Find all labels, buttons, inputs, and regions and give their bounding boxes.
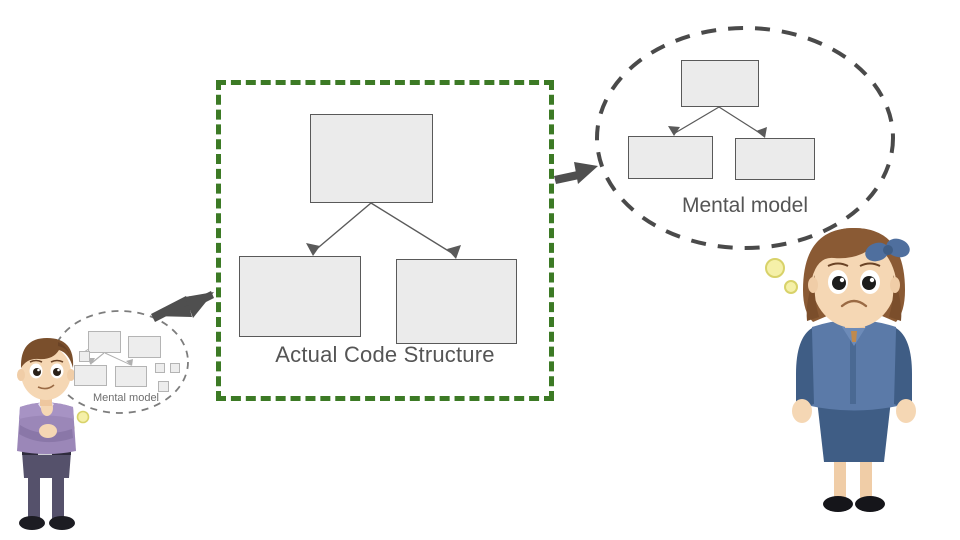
- mental-model-tree-arrowheads: [668, 126, 767, 138]
- code-node-root[interactable]: [310, 114, 433, 203]
- mini-node-square-3[interactable]: [158, 381, 169, 392]
- mental-model-left-label: Mental model: [92, 392, 160, 404]
- arrow-code-to-bubble: [554, 162, 598, 184]
- mental-model-tree-edges: [674, 106, 764, 136]
- mental-model-right-label: Mental model: [681, 194, 809, 217]
- mini-node-top[interactable]: [88, 331, 121, 353]
- mini-node-bottom-right[interactable]: [115, 366, 147, 387]
- mini-node-square-2[interactable]: [170, 363, 180, 373]
- mental-model-bubble-right-outline: [595, 26, 895, 250]
- actual-code-structure-label: Actual Code Structure: [275, 342, 495, 367]
- mental-model-node-right[interactable]: [735, 138, 815, 180]
- mini-node-side[interactable]: [128, 336, 161, 358]
- female-developer: [792, 228, 916, 512]
- actual-code-structure-panel[interactable]: [216, 80, 554, 401]
- male-developer: [17, 338, 76, 530]
- arrow-left-to-code: [151, 291, 214, 322]
- hair-bow-icon: [865, 238, 910, 262]
- mini-node-bottom-left[interactable]: [74, 365, 107, 386]
- mental-model-node-root[interactable]: [681, 60, 759, 107]
- mini-node-tiny[interactable]: [79, 351, 90, 362]
- mini-node-square-1[interactable]: [155, 363, 165, 373]
- thought-dots-female: [765, 258, 798, 294]
- code-node-left[interactable]: [239, 256, 361, 337]
- code-node-right[interactable]: [396, 259, 517, 344]
- mental-model-node-left[interactable]: [628, 136, 713, 179]
- code-tree-edges: [312, 202, 456, 256]
- code-tree-arrowheads: [306, 243, 461, 259]
